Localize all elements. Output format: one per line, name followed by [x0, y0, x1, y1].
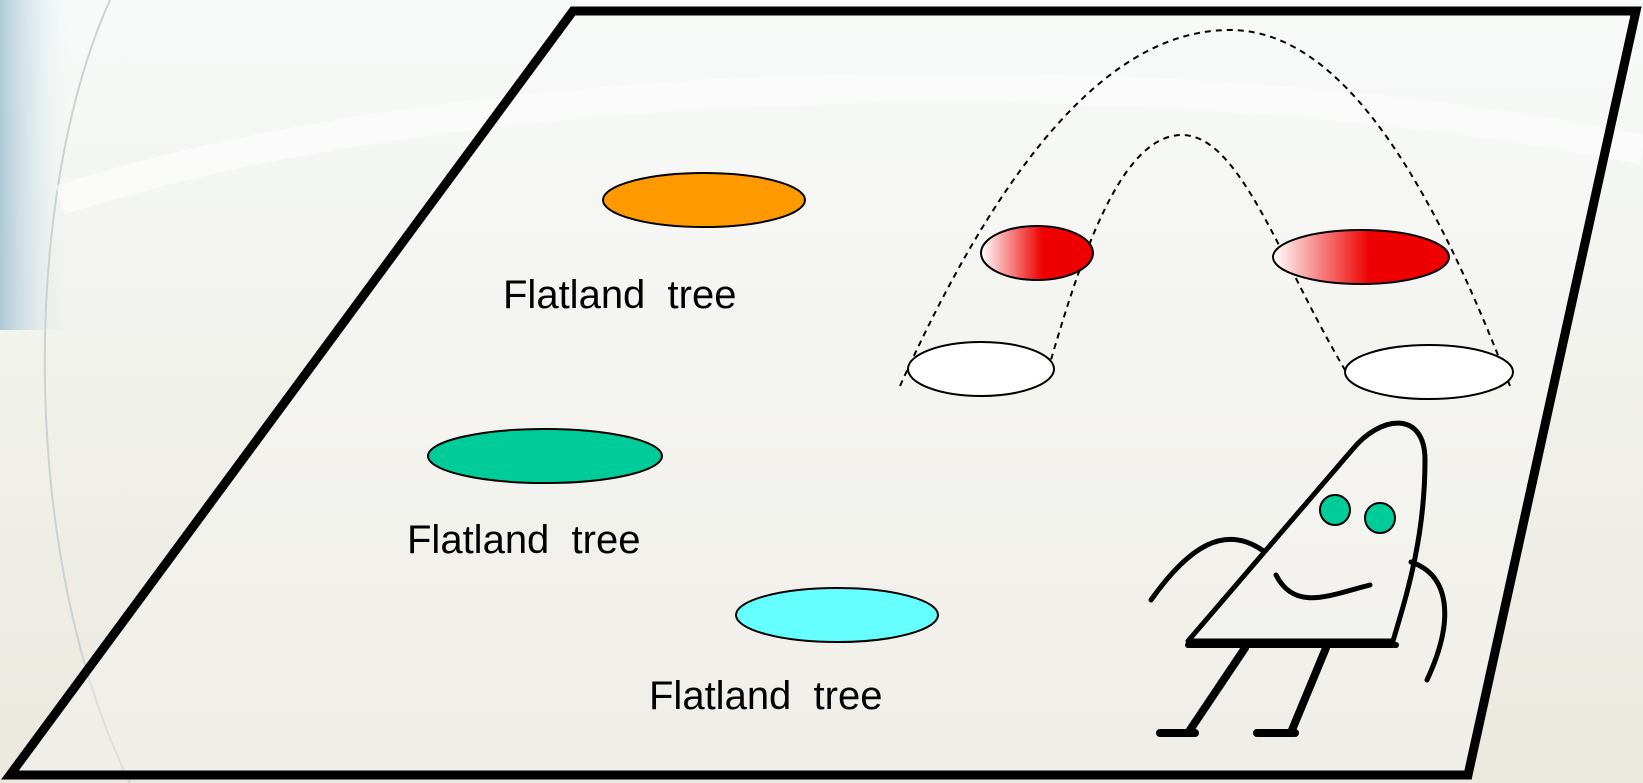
background-arc: [43, 0, 131, 783]
flatland-plane: [1, 6, 1642, 780]
tree-cyan: [735, 587, 939, 643]
tree-green: [427, 428, 663, 484]
shadow-right: [1344, 344, 1514, 400]
tree-orange: [602, 172, 806, 228]
creature-arm-left: [1148, 536, 1265, 603]
creature-arm-right: [1408, 559, 1448, 683]
creature-leg-right: [1288, 644, 1330, 734]
tree-label-cyan: Flatland tree: [649, 674, 883, 718]
creature-leg-left: [1186, 644, 1249, 734]
hovering-object-right: [1272, 229, 1450, 285]
tree-label-orange: Flatland tree: [503, 273, 737, 317]
background-swoosh: [55, 72, 1643, 215]
tree-label-green: Flatland tree: [407, 518, 641, 562]
shadow-left: [907, 341, 1055, 397]
creature-mouth: [1273, 572, 1373, 601]
creature-eye-right: [1364, 502, 1396, 534]
jump-arc-outer: [899, 28, 1511, 387]
creature-eye-left: [1319, 494, 1351, 526]
background-left-tint: [0, 0, 70, 330]
hovering-object-left: [980, 225, 1094, 281]
flatlander-creature: [1148, 420, 1448, 737]
